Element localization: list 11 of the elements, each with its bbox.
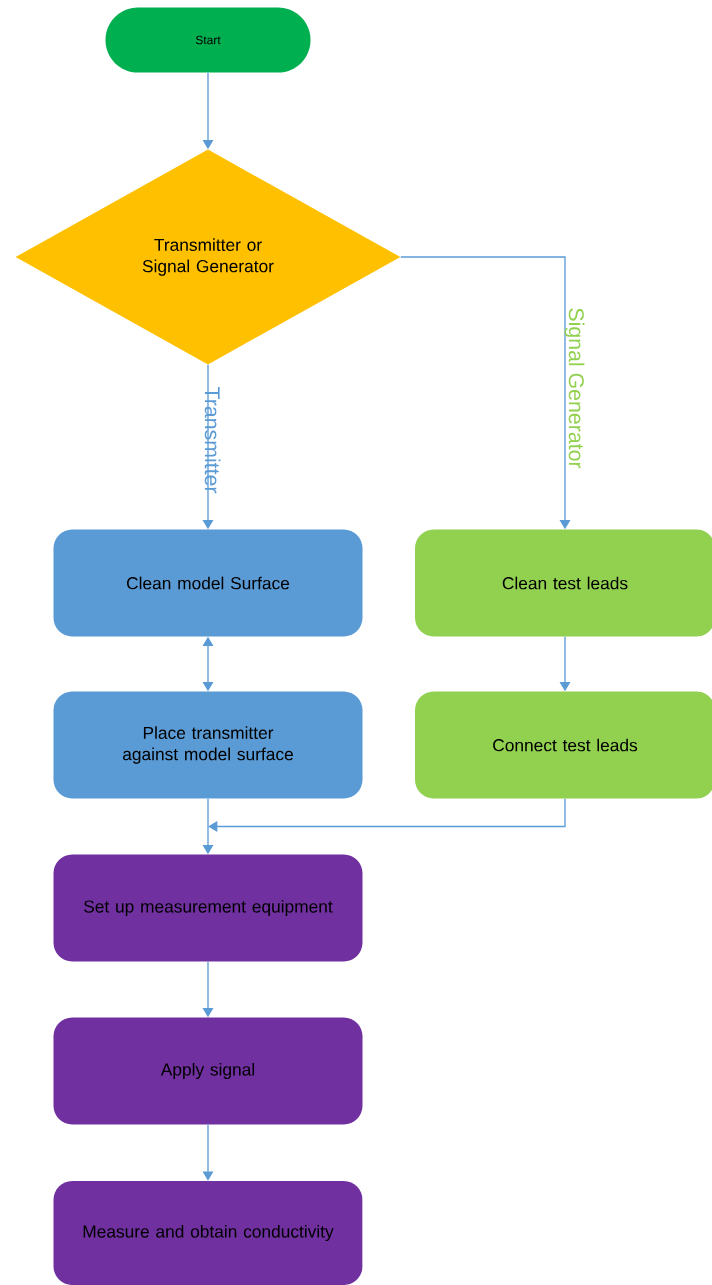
edge-label: Transmitter	[204, 386, 221, 494]
start-terminal: Start	[105, 7, 311, 73]
process-box: Apply signal	[53, 1017, 363, 1125]
process-box: Clean test leads	[415, 529, 712, 637]
process-box: Set up measurement equipment	[53, 854, 363, 962]
process-box: Connect test leads	[415, 691, 712, 799]
process-box: Clean model Surface	[53, 529, 363, 637]
process-box: Measure and obtain conductivity	[53, 1181, 363, 1285]
edge-label: Signal Generator	[564, 308, 585, 469]
arrow	[208, 798, 566, 832]
process-box: Place transmitter against model surface	[53, 691, 363, 799]
